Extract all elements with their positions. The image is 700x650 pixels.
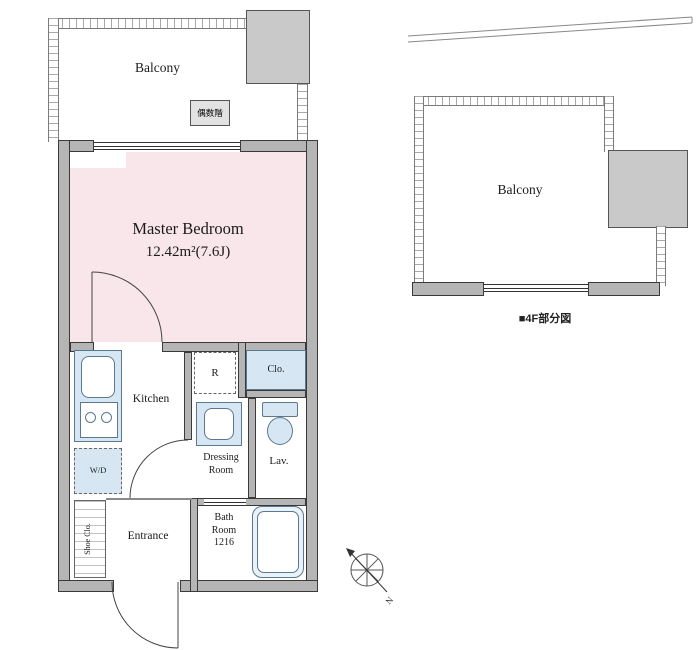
dressing-room-door [129, 439, 189, 499]
master-bedroom-notch [70, 152, 126, 168]
bathroom-label: Bath Room 1216 [211, 512, 237, 548]
wall-entrance-bath [190, 498, 198, 592]
shoe-closet [74, 500, 106, 578]
partial-wall-bottom-right [588, 282, 660, 296]
wall-bedroom-main [162, 342, 306, 352]
master-bedroom-size: 12.42m²(7.6J) [145, 244, 231, 260]
bath-sliding-door [204, 498, 246, 506]
wall-right [306, 140, 318, 592]
bedroom-balcony-window [94, 142, 240, 150]
balcony-top-railing [48, 18, 246, 29]
kitchen-label: Kitchen [132, 393, 170, 405]
wall-bottom-left [58, 580, 114, 592]
partial-balcony-top-railing [414, 96, 614, 106]
partial-gray-box [608, 150, 688, 228]
svg-text:N: N [383, 595, 395, 607]
partial-balcony-right-lower-railing [656, 226, 666, 286]
closet-label: Clo. [267, 364, 285, 375]
stove-burner-right [101, 412, 112, 423]
bathtub-inner [257, 511, 299, 573]
kitchen-sink [81, 356, 115, 398]
entrance-step-line [106, 498, 192, 500]
balcony-left-railing [48, 18, 59, 142]
entrance-label: Entrance [127, 530, 169, 542]
refrigerator-space: R [194, 352, 236, 394]
wall-closet-left [238, 342, 246, 398]
toilet-tank [262, 402, 298, 417]
shoe-closet-label: Shoe Clo. [83, 523, 92, 555]
entrance-door [111, 581, 179, 649]
refrigerator-label: R [211, 367, 219, 379]
wall-dressing-lavatory [248, 398, 256, 498]
washer-drum [204, 408, 234, 440]
toilet-bowl [267, 417, 293, 445]
wall-bottom-right [180, 580, 318, 592]
washer-dryer-space: W/D [74, 448, 122, 494]
partial-balcony-left-railing [414, 96, 424, 288]
balcony-right-railing [297, 84, 308, 142]
partial-bottom-window [484, 284, 588, 292]
balcony-gray-box [246, 10, 310, 84]
compass-rose-icon: N [346, 548, 395, 607]
balcony-note-box: 偶数階 [190, 100, 230, 126]
stove-burner-left [85, 412, 96, 423]
balcony-label: Balcony [135, 60, 180, 75]
closet: Clo. [246, 350, 306, 390]
partial-balcony-right-upper-railing [604, 96, 614, 152]
partial-wall-bottom-left [412, 282, 484, 296]
lavatory-label: Lav. [269, 455, 289, 467]
wall-left [58, 140, 70, 592]
wall-closet-lavatory [246, 390, 306, 398]
partial-plan-caption: ■4F部分図 [518, 313, 572, 325]
washer-dryer-label: W/D [89, 465, 107, 475]
partial-balcony-label: Balcony [497, 182, 543, 197]
partial-roof-lines [407, 16, 693, 43]
master-bedroom-label: Master Bedroom [132, 219, 244, 238]
wall-kitchen-right [184, 352, 192, 440]
balcony-note-label: 偶数階 [197, 108, 223, 118]
dressing-room-label: Dressing Room [203, 452, 239, 476]
